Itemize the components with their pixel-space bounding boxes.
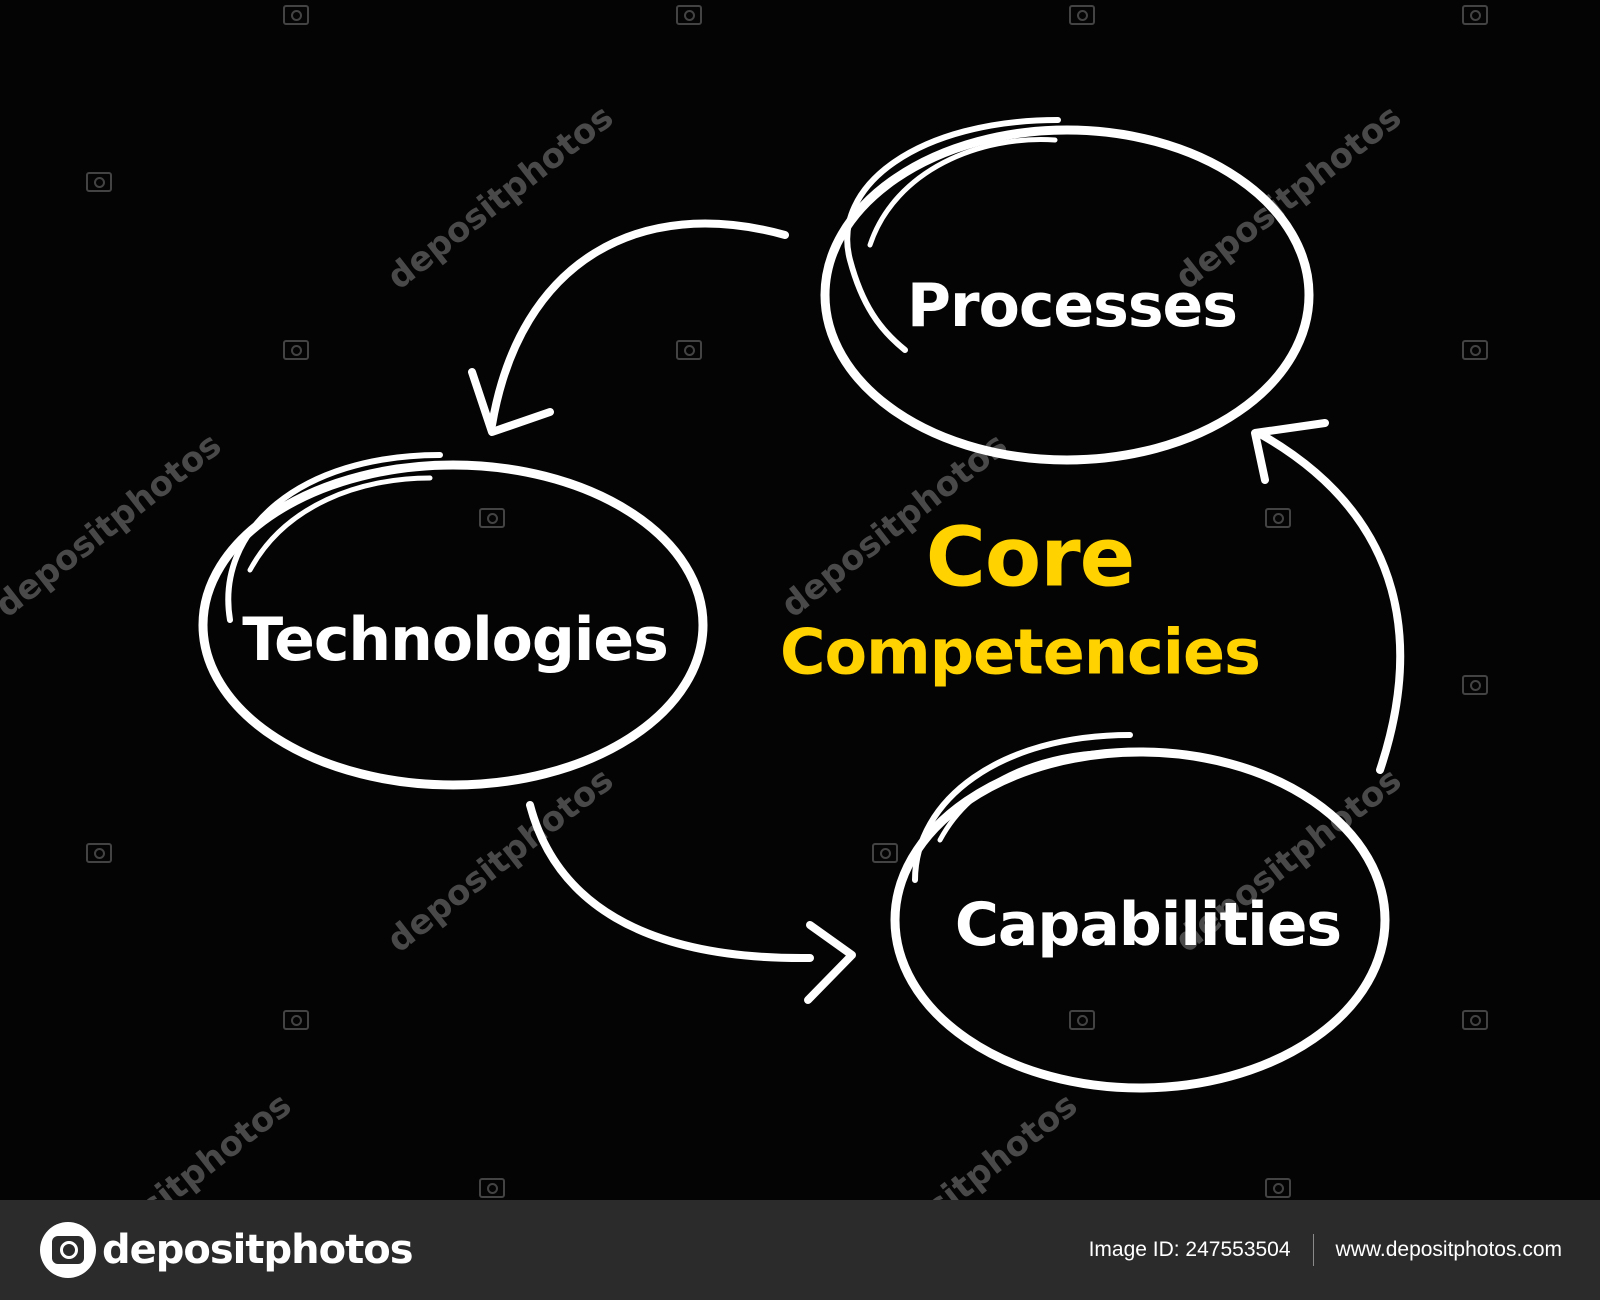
diagram-canvas <box>198 117 1405 1093</box>
watermark-camera-icon <box>479 1178 505 1198</box>
watermark-camera-icon <box>283 5 309 25</box>
watermark-camera-icon <box>86 172 112 192</box>
website-link[interactable]: www.depositphotos.com <box>1335 1238 1562 1261</box>
watermark-camera-icon <box>1265 1178 1291 1198</box>
arrow-technologies-to-capabilities <box>526 801 856 1004</box>
watermark-camera-icon <box>1069 1010 1095 1030</box>
node-label-technologies: Technologies <box>242 605 669 675</box>
capabilities-ellipse <box>890 732 1390 1093</box>
watermark-camera-icon <box>86 843 112 863</box>
processes-ellipse <box>820 117 1314 465</box>
watermark-camera-icon <box>676 340 702 360</box>
watermark-camera-icon <box>1462 340 1488 360</box>
footer-bar: depositphotos Image ID: 247553504 www.de… <box>0 1200 1600 1300</box>
footer-logo[interactable]: depositphotos <box>40 1218 414 1282</box>
image-id-text: Image ID: 247553504 <box>1088 1238 1291 1261</box>
arrow-capabilities-to-processes <box>1251 419 1405 774</box>
camera-logo-icon <box>40 1222 96 1278</box>
center-title-line2: Competencies <box>780 615 1261 689</box>
watermark-camera-icon <box>1462 675 1488 695</box>
node-label-capabilities: Capabilities <box>954 890 1342 960</box>
footer-brand: depositphotos <box>102 1227 414 1273</box>
watermark-camera-icon <box>1462 5 1488 25</box>
footer-info: Image ID: 247553504 www.depositphotos.co… <box>1089 1234 1562 1266</box>
watermark-camera-icon <box>283 340 309 360</box>
diagram-board: depositphotos depositphotos depositphoto… <box>0 5 1488 1286</box>
node-label-processes: Processes <box>907 271 1238 341</box>
footer-divider <box>1312 1234 1314 1266</box>
watermark-camera-icon <box>479 508 505 528</box>
arrow-processes-to-technologies <box>468 219 789 436</box>
center-title-line1: Core <box>925 510 1136 606</box>
watermark-camera-icon <box>1462 1010 1488 1030</box>
watermark-camera-icon <box>1265 508 1291 528</box>
watermark-camera-icon <box>283 1010 309 1030</box>
watermark-camera-icon <box>676 5 702 25</box>
watermark-camera-icon <box>872 843 898 863</box>
watermark-camera-icon <box>1069 5 1095 25</box>
technologies-ellipse <box>198 452 708 790</box>
